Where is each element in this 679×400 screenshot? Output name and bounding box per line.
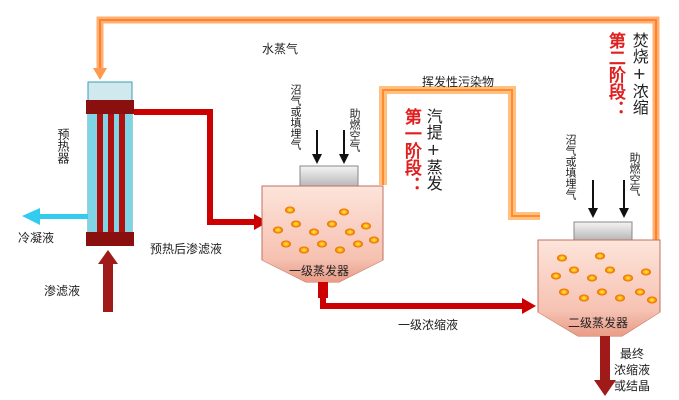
preheater (86, 81, 134, 246)
second-evaporator-bubbles (551, 252, 657, 304)
condensate-label: 冷凝液 (18, 231, 55, 245)
preheated-leachate-pipe (134, 109, 268, 230)
volatile-pipe (379, 86, 540, 220)
stage-one-title: 第一阶段： (400, 108, 421, 193)
final-output-arrow (594, 336, 616, 396)
first-concentrate-label: 一级浓缩液 (398, 318, 459, 332)
first-gas-label: 沼气或填埋气 (289, 84, 302, 150)
second-gas-label: 沼气或填埋气 (564, 134, 577, 200)
stage-two-title: 第二阶段： (604, 32, 625, 117)
first-air-label: 助燃空气 (348, 108, 361, 152)
steam-pipe (93, 16, 660, 240)
condensate-arrow (22, 208, 88, 225)
preheater-label: 预热器 (56, 128, 70, 164)
first-evaporator-label: 一级蒸发器 (289, 264, 350, 278)
second-evaporator (537, 221, 661, 337)
first-input-arrows (312, 130, 349, 164)
preheated-leachate-label: 预热后渗滤液 (150, 242, 223, 256)
second-input-arrows (588, 180, 629, 218)
final-output-line1: 最终 (620, 347, 645, 361)
steam-label: 水蒸气 (262, 42, 299, 56)
stage-two-desc: 焚烧+浓缩 (629, 32, 649, 115)
steam-arrowhead (93, 68, 107, 80)
final-output-line3: 或结晶 (614, 379, 651, 393)
leachate-label: 渗滤液 (44, 284, 81, 298)
leachate-inlet (98, 250, 118, 312)
first-concentrate-pipe (320, 292, 536, 314)
volatile-label: 挥发性污染物 (422, 75, 495, 89)
second-evaporator-label: 二级蒸发器 (568, 316, 629, 330)
final-output-line2: 浓缩液 (614, 363, 651, 377)
second-air-label: 助燃空气 (628, 152, 641, 196)
stage-one-desc: 汽提+蒸发 (423, 108, 443, 191)
first-evaporator-bubbles (273, 206, 379, 254)
